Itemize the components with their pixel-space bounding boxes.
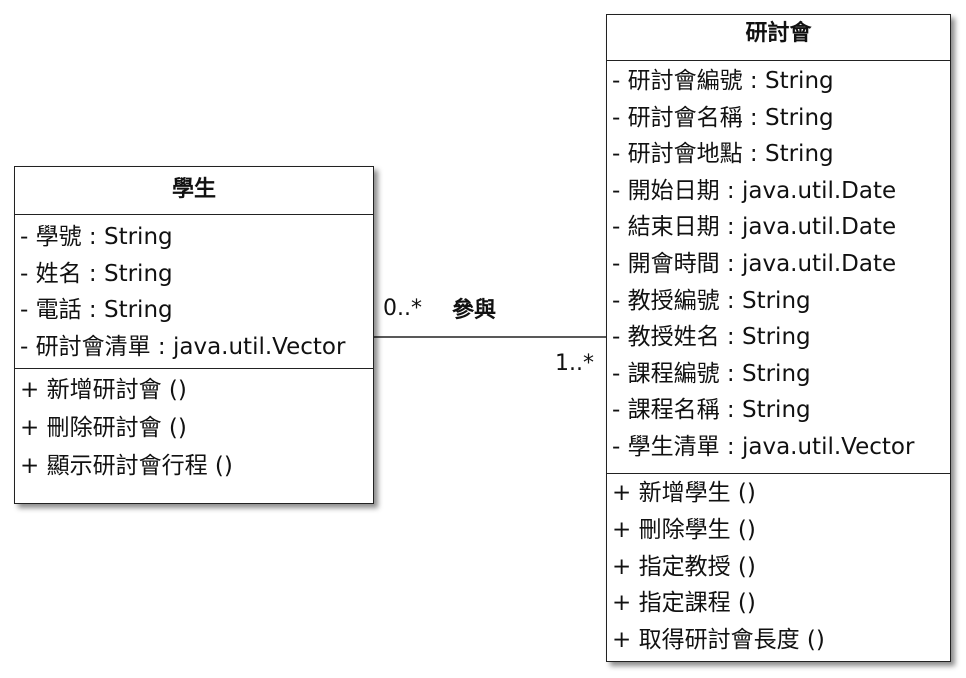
student-end-multiplicity: 0..* [383, 296, 422, 321]
seminar-operation: + 指定課程 () [612, 590, 756, 617]
seminar-attribute: - 開始日期 : java.util.Date [612, 177, 897, 204]
seminar-attribute: - 學生清單 : java.util.Vector [612, 433, 915, 460]
seminar-operation: + 新增學生 () [612, 480, 756, 506]
student-operation: + 新增研討會 () [20, 377, 187, 403]
seminar-attribute: - 研討會編號 : String [612, 68, 834, 94]
student-operation: + 刪除研討會 () [20, 415, 187, 441]
seminar-attribute: - 研討會名稱 : String [612, 104, 834, 131]
student-class-name: 學生 [15, 167, 373, 215]
student-attribute: - 研討會清單 : java.util.Vector [20, 333, 346, 360]
seminar-end-multiplicity: 1..* [555, 351, 594, 376]
student-attribute: - 電話 : String [20, 297, 173, 323]
seminar-attribute: - 教授編號 : String [612, 287, 811, 314]
seminar-operation: + 指定教授 () [612, 553, 756, 580]
seminar-attribute: - 課程編號 : String [612, 360, 811, 387]
student-attribute: - 學號 : String [20, 224, 173, 250]
seminar-operation: + 取得研討會長度 () [612, 627, 825, 654]
seminar-attribute: - 結束日期 : java.util.Date [612, 214, 897, 241]
seminar-operations: + 新增學生 () + 刪除學生 () + 指定教授 () + 指定課程 () … [607, 474, 950, 659]
seminar-attribute: - 開會時間 : java.util.Date [612, 250, 897, 277]
seminar-attributes: - 研討會編號 : String - 研討會名稱 : String - 研討會地… [607, 61, 950, 474]
seminar-attribute: - 研討會地點 : String [612, 141, 834, 168]
student-attribute: - 姓名 : String [20, 260, 173, 287]
student-class-box[interactable]: 學生 - 學號 : String - 姓名 : String - 電話 : St… [14, 166, 374, 504]
student-attributes: - 學號 : String - 姓名 : String - 電話 : Strin… [15, 215, 373, 369]
seminar-class-box[interactable]: 研討會 - 研討會編號 : String - 研討會名稱 : String - … [606, 14, 951, 662]
seminar-operation: + 刪除學生 () [612, 516, 756, 543]
seminar-class-name: 研討會 [607, 15, 950, 61]
student-operations: + 新增研討會 () + 刪除研討會 () + 顯示研討會行程 () [15, 369, 373, 485]
seminar-attribute: - 教授姓名 : String [612, 324, 811, 351]
student-operation: + 顯示研討會行程 () [20, 453, 233, 479]
seminar-attribute: - 課程名稱 : String [612, 397, 811, 424]
association-name: 參與 [452, 298, 497, 323]
